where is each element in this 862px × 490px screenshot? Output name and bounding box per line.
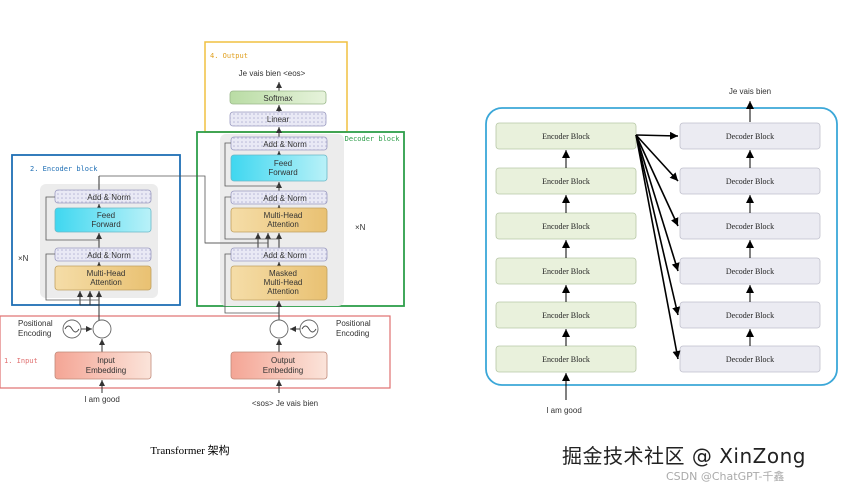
encoder-nx-label: ×N: [18, 254, 29, 263]
decoder-add-norm-3-label: Add & Norm: [263, 140, 307, 149]
input-embedding-line2: Embedding: [86, 366, 126, 375]
encoder-add-norm-1: [54, 247, 152, 262]
output-embedding-line1: Output: [271, 356, 296, 365]
decoder-pos-label-2: Encoding: [336, 329, 369, 338]
decoder-add-norm-2: [230, 190, 328, 205]
encoder-mha-line2: Attention: [90, 278, 122, 287]
input-embedding-box: [54, 351, 152, 380]
decoder-block-label: Decoder Block: [726, 355, 774, 364]
decoder-masked-attention: [230, 265, 328, 301]
decoder-block-label: Decoder Block: [726, 267, 774, 276]
stack-frame: [485, 107, 838, 386]
decoder-block-label: Decoder Block: [726, 132, 774, 141]
output-embedding-box: [230, 351, 328, 380]
decoder-block-label: Decoder Block: [726, 222, 774, 231]
encoder-ff-line1: Feed: [97, 211, 115, 220]
encoder-block-label: Encoder Block: [542, 222, 590, 231]
input-section-label: 1. Input: [4, 357, 38, 365]
watermark-sub: CSDN @ChatGPT-千鑫: [666, 470, 785, 483]
decoder-add-norm-1: [230, 247, 328, 262]
decoder-block-label: Decoder Block: [726, 311, 774, 320]
linear-label: Linear: [267, 115, 290, 124]
encoder-pos-label-1: Positional: [18, 319, 53, 328]
decoder-block: [679, 122, 821, 150]
encoder-add-norm-2-label: Add & Norm: [87, 193, 131, 202]
encoder-pos-label-2: Encoding: [18, 329, 51, 338]
encoder-ff-line2: Forward: [91, 220, 120, 229]
input-embedding-line1: Input: [97, 356, 116, 365]
masked-line3: Attention: [267, 287, 299, 296]
encoder-block-label: Encoder Block: [542, 355, 590, 364]
decoder-multi-head-attention: [230, 207, 328, 233]
encoder-block-label: Encoder Block: [542, 177, 590, 186]
stack-links: [562, 131, 754, 360]
decoder-section-label: 3. Decoder block: [332, 135, 400, 143]
encoder-mha-line1: Multi-Head: [87, 269, 126, 278]
decoder-add-norm-1-label: Add & Norm: [263, 251, 307, 260]
decoder-feed-forward: [230, 154, 328, 182]
decoder-pos-label-1: Positional: [336, 319, 371, 328]
transformer-architecture: 4. Output 3. Decoder block 2. Encoder bl…: [0, 41, 405, 457]
output-section-label: 4. Output: [210, 52, 248, 60]
output-embedding-line2: Embedding: [263, 366, 303, 375]
softmax-box: [229, 90, 327, 105]
output-sequence-text: Je vais bien <eos>: [239, 69, 306, 78]
decoder-add-circle-icon: [269, 319, 289, 339]
linear-box: [229, 111, 327, 127]
encoder-add-norm-2: [54, 189, 152, 204]
decoder-input-text: <sos> Je vais bien: [252, 399, 318, 408]
decoder-ff-line1: Feed: [274, 159, 292, 168]
softmax-label: Softmax: [263, 94, 292, 103]
input-section-frame: [0, 315, 391, 389]
encoder-add-norm-1-label: Add & Norm: [87, 251, 131, 260]
decoder-nx-label: ×N: [355, 223, 366, 232]
decoder-add-norm-2-label: Add & Norm: [263, 194, 307, 203]
encoder-multi-head-attention: [54, 265, 152, 291]
encoder-add-circle-icon: [92, 319, 112, 339]
stack-input-text: I am good: [546, 406, 582, 415]
encoder-block-label: Encoder Block: [542, 267, 590, 276]
decoder-block-label: Decoder Block: [726, 177, 774, 186]
encoder-input-text: I am good: [84, 395, 120, 404]
encoder-block-label: Encoder Block: [542, 132, 590, 141]
stack-output-text: Je vais bien: [729, 87, 771, 96]
decoder-ff-line2: Forward: [268, 168, 297, 177]
decoder-mha-line1: Multi-Head: [264, 211, 303, 220]
encoder-section-label: 2. Encoder block: [30, 165, 98, 173]
watermark-main: 掘金技术社区 @ XinZong: [562, 444, 806, 468]
masked-line2: Multi-Head: [264, 278, 303, 287]
decoder-mha-line2: Attention: [267, 220, 299, 229]
encoder-feed-forward: [54, 207, 152, 233]
masked-line1: Masked: [269, 269, 297, 278]
encoder-block-label: Encoder Block: [542, 311, 590, 320]
decoder-add-norm-3: [230, 136, 328, 151]
left-caption: Transformer 架构: [150, 443, 229, 457]
